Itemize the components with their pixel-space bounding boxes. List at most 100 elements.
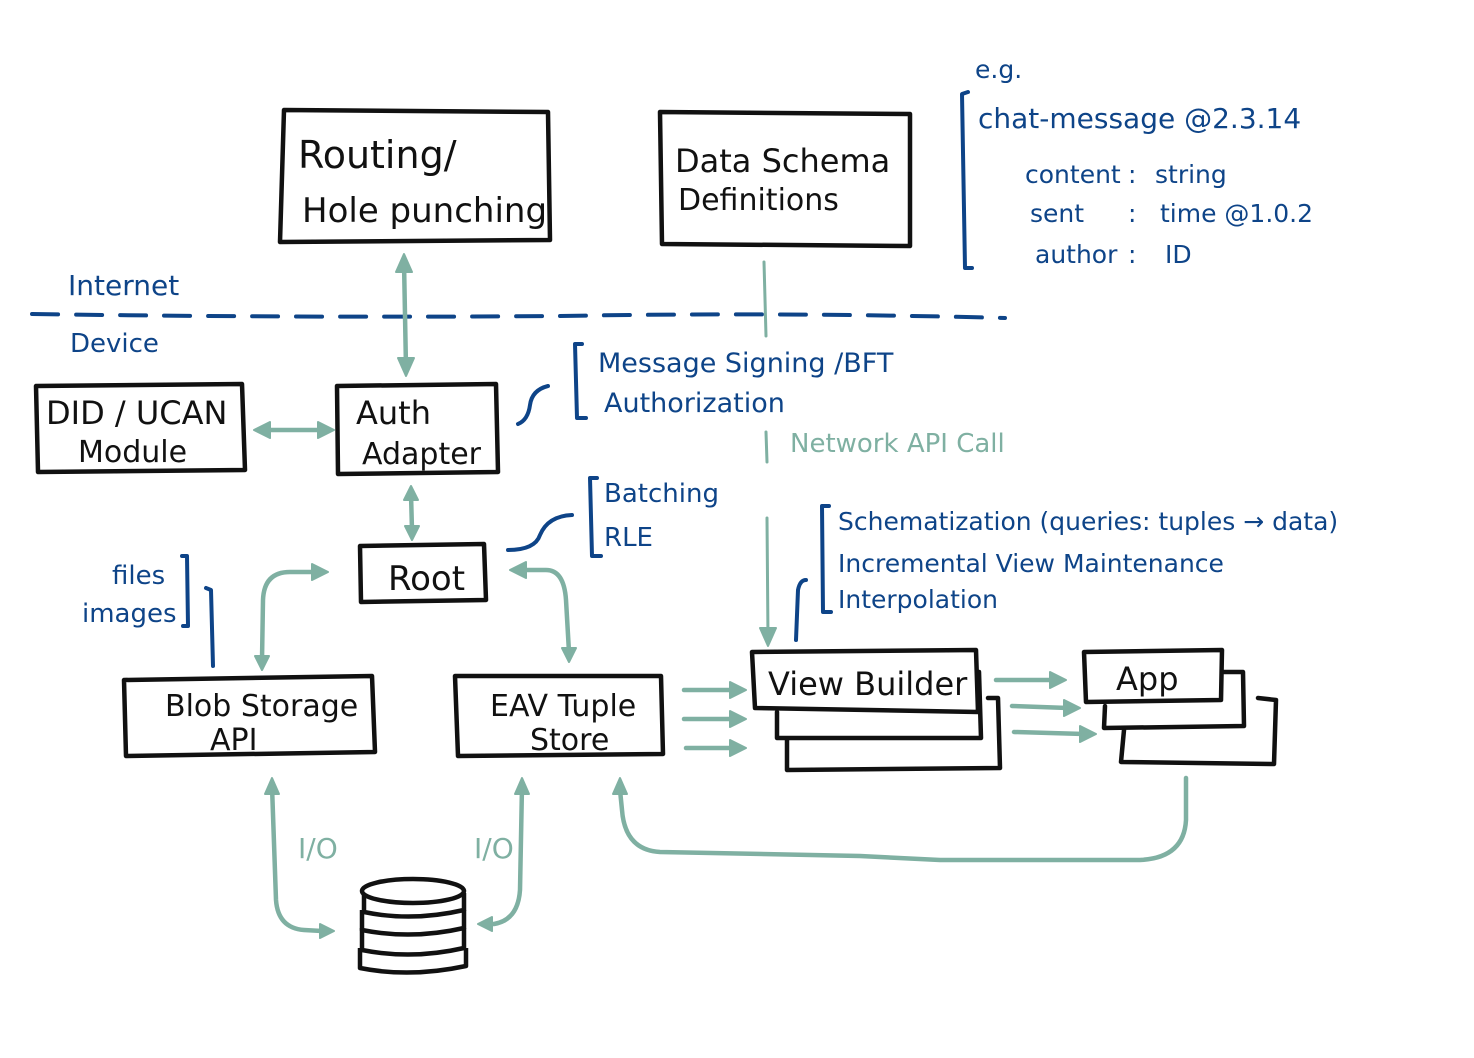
view-builder-box [749, 647, 981, 715]
connector-auth-root [403, 485, 420, 541]
node-eav-tuple-store: EAV Tuple Store [452, 673, 666, 759]
view-builder-label: View Builder [768, 665, 968, 703]
app-stack-back [1118, 695, 1279, 767]
eav-tuple-store-label-line2: Store [530, 723, 609, 758]
connector-eav-database: I/O [474, 777, 530, 932]
connector-line [617, 775, 1189, 863]
connector-line [483, 783, 525, 927]
schema-example: e.g. chat-message @2.3.14 content : stri… [960, 55, 1313, 270]
app-box [1081, 647, 1225, 705]
arrowhead-icon [397, 357, 415, 377]
annotation-connector [204, 586, 215, 668]
node-did-ucan: DID / UCAN Module [33, 381, 248, 475]
arrowhead-icon [612, 777, 628, 795]
arrowhead-icon [403, 485, 419, 501]
annotation-connector [506, 513, 574, 552]
did-ucan-box [33, 381, 248, 475]
arrowhead-icon [395, 253, 413, 273]
schema-field-colon: : [1128, 199, 1136, 228]
arrowhead-icon [317, 421, 335, 439]
blob-note: images [82, 599, 177, 629]
connector-blob-root [254, 563, 329, 671]
connector-routing-auth [395, 253, 415, 377]
arrowhead-icon [514, 777, 530, 795]
connector-line [1009, 703, 1071, 711]
blob-storage-label-line2: API [210, 723, 257, 758]
connector-line [762, 260, 768, 338]
arrowhead-icon [561, 647, 577, 663]
zone-label-internet: Internet [68, 269, 179, 302]
node-blob-storage: Blob Storage API [121, 673, 378, 759]
connector-viewbuilder-app [993, 671, 1097, 743]
root-label: Root [388, 559, 465, 599]
eav-tuple-store-label-line1: EAV Tuple [490, 689, 636, 724]
connector-line [764, 430, 769, 464]
view-builder-note: Interpolation [838, 585, 998, 614]
arrowhead-icon [759, 627, 777, 647]
annotation-bracket [820, 504, 833, 614]
connector-line [401, 259, 409, 371]
auth-adapter-label-line2: Adapter [362, 437, 482, 472]
arrowhead-icon [1079, 725, 1097, 743]
arrowhead-icon [404, 525, 420, 541]
node-app: App [1081, 647, 1279, 767]
connector-eav-root [509, 561, 577, 663]
io-label-right: I/O [474, 832, 514, 865]
schema-field-name: author [1035, 240, 1118, 269]
schema-field-colon: : [1128, 240, 1136, 269]
connector-line [519, 567, 572, 655]
connector-line [259, 569, 319, 663]
arrowhead-icon [254, 655, 270, 671]
arrowhead-icon [729, 710, 747, 728]
auth-note: Message Signing /BFT [598, 348, 894, 379]
connector-schema-viewbuilder: Network API Call [759, 260, 1005, 647]
root-annotations: Batching RLE [506, 476, 719, 558]
schema-definitions-label-line1: Data Schema [675, 142, 890, 180]
auth-adapter-label-line1: Auth [356, 394, 431, 432]
connector-eav-viewbuilder [681, 681, 747, 757]
schema-type-name: chat-message @2.3.14 [978, 102, 1301, 135]
node-view-builder: View Builder [749, 647, 1003, 773]
schema-field-name: content [1025, 160, 1121, 189]
connector-line [765, 516, 770, 640]
arrowhead-icon [1049, 671, 1067, 689]
node-root: Root [357, 541, 489, 605]
annotation-bracket [180, 554, 190, 628]
did-ucan-label-line2: Module [78, 435, 187, 470]
view-builder-stack-back [784, 695, 1003, 773]
annotation-connector [794, 578, 808, 642]
arrowhead-icon [253, 421, 271, 439]
node-auth-adapter: Auth Adapter [334, 381, 501, 477]
routing-label-line2: Hole punching [302, 191, 547, 231]
boundary-dashed-line [30, 312, 1007, 320]
arrowhead-icon [729, 681, 747, 699]
did-ucan-label-line1: DID / UCAN [46, 394, 227, 432]
connector-app-eav-feedback [612, 775, 1189, 863]
schema-field-type: ID [1165, 240, 1192, 269]
connector-did-auth [253, 421, 335, 439]
annotation-connector [516, 384, 550, 426]
arrowhead-icon [311, 563, 329, 581]
io-label-left: I/O [298, 832, 338, 865]
routing-label-line1: Routing/ [298, 133, 457, 177]
schema-field-colon: : [1128, 160, 1136, 189]
blob-storage-box [121, 673, 378, 759]
connector-line [269, 783, 325, 934]
node-schema-definitions: Data Schema Definitions [657, 109, 913, 249]
arrowhead-icon [729, 739, 747, 757]
blob-note: files [112, 561, 165, 591]
schema-definitions-label-line2: Definitions [678, 183, 839, 218]
root-note: RLE [604, 523, 653, 553]
schema-field-name: sent [1030, 199, 1084, 228]
app-stack-middle [1101, 669, 1247, 731]
annotation-bracket [573, 342, 588, 420]
arrowhead-icon [1063, 699, 1081, 717]
arrowhead-icon [509, 561, 527, 579]
schema-definitions-box [657, 109, 913, 249]
schema-field-type: string [1155, 160, 1227, 189]
root-note: Batching [604, 479, 719, 509]
node-routing: Routing/ Hole punching [277, 107, 553, 245]
auth-note: Authorization [604, 388, 785, 419]
blob-storage-label-line1: Blob Storage [165, 689, 358, 724]
